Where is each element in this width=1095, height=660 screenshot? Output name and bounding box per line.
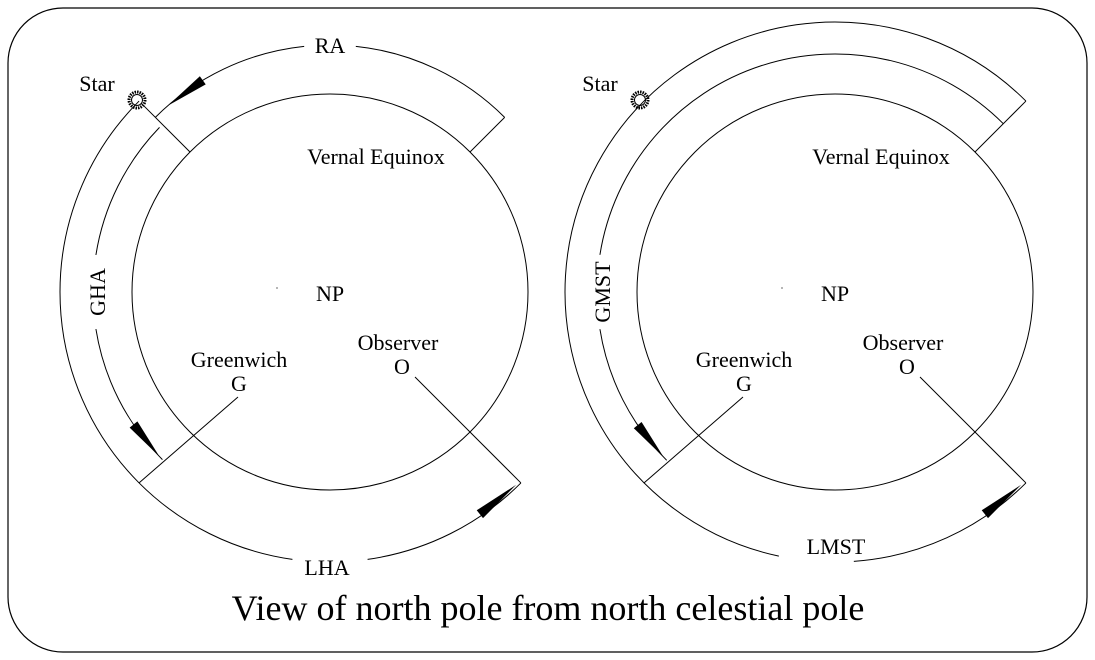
- gha-arc: [95, 127, 160, 256]
- ra-arc: [154, 45, 305, 118]
- star-line: [137, 99, 191, 153]
- north-pole-label: NP: [821, 281, 849, 306]
- ra-arc: [355, 45, 506, 118]
- greenwich-line: [643, 396, 744, 484]
- vernal-equinox-line: [974, 100, 1027, 153]
- star-core: [131, 94, 143, 106]
- center-dot: [276, 287, 278, 289]
- vernal-equinox-label: Vernal Equinox: [307, 144, 444, 169]
- observer-label: Observer: [358, 330, 439, 355]
- right-labels: Star Vernal Equinox NP Greenwich G Obser…: [582, 71, 949, 559]
- lha-arc: [367, 482, 522, 560]
- star-icon: [127, 90, 147, 110]
- observer-o-label: O: [899, 354, 915, 379]
- observer-label: Observer: [863, 330, 944, 355]
- outer-arc-star-greenwich: [59, 100, 140, 484]
- greenwich-label: Greenwich: [696, 347, 793, 372]
- celestial-equator-circle: [636, 93, 1034, 491]
- diagram-title: View of north pole from north celestial …: [232, 588, 865, 628]
- gmst-arc: [599, 53, 1004, 255]
- right-diagram: [564, 21, 1034, 562]
- gmst-arrowhead: [633, 421, 664, 458]
- lmst-arrowhead: [981, 484, 1022, 519]
- vernal-equinox-line: [469, 116, 506, 153]
- star-marker: [127, 90, 147, 110]
- north-pole-label: NP: [316, 281, 344, 306]
- gha-arc: [95, 328, 163, 460]
- center-dot: [781, 287, 783, 289]
- celestial-equator-circle: [131, 93, 529, 491]
- greenwich-g-label: G: [231, 371, 247, 396]
- star-label: Star: [582, 71, 618, 96]
- greenwich-g-label: G: [736, 371, 752, 396]
- ra-label: RA: [315, 33, 346, 58]
- lha-label: LHA: [304, 555, 349, 580]
- observer-o-label: O: [394, 354, 410, 379]
- vernal-equinox-label: Vernal Equinox: [812, 144, 949, 169]
- gha-arrowhead: [129, 421, 160, 457]
- lmst-outer-arc: [564, 21, 1027, 557]
- greenwich-line: [138, 396, 239, 484]
- gmst-label: GMST: [590, 261, 615, 323]
- lmst-label: LMST: [807, 534, 866, 559]
- observer-line: [414, 376, 522, 484]
- star-core: [634, 94, 646, 106]
- ra-arrowhead: [167, 76, 206, 106]
- gha-label: GHA: [85, 268, 110, 316]
- star-icon: [630, 90, 650, 110]
- star-label: Star: [79, 71, 115, 96]
- frame-border: [7, 7, 1088, 653]
- lha-arc: [138, 482, 293, 560]
- left-labels: Star Vernal Equinox NP Greenwich G Obser…: [79, 33, 444, 580]
- lmst-outer-arc: [853, 482, 1027, 562]
- greenwich-label: Greenwich: [191, 347, 288, 372]
- observer-line: [919, 376, 1027, 484]
- lha-arrowhead: [476, 484, 517, 519]
- left-diagram: [59, 45, 529, 560]
